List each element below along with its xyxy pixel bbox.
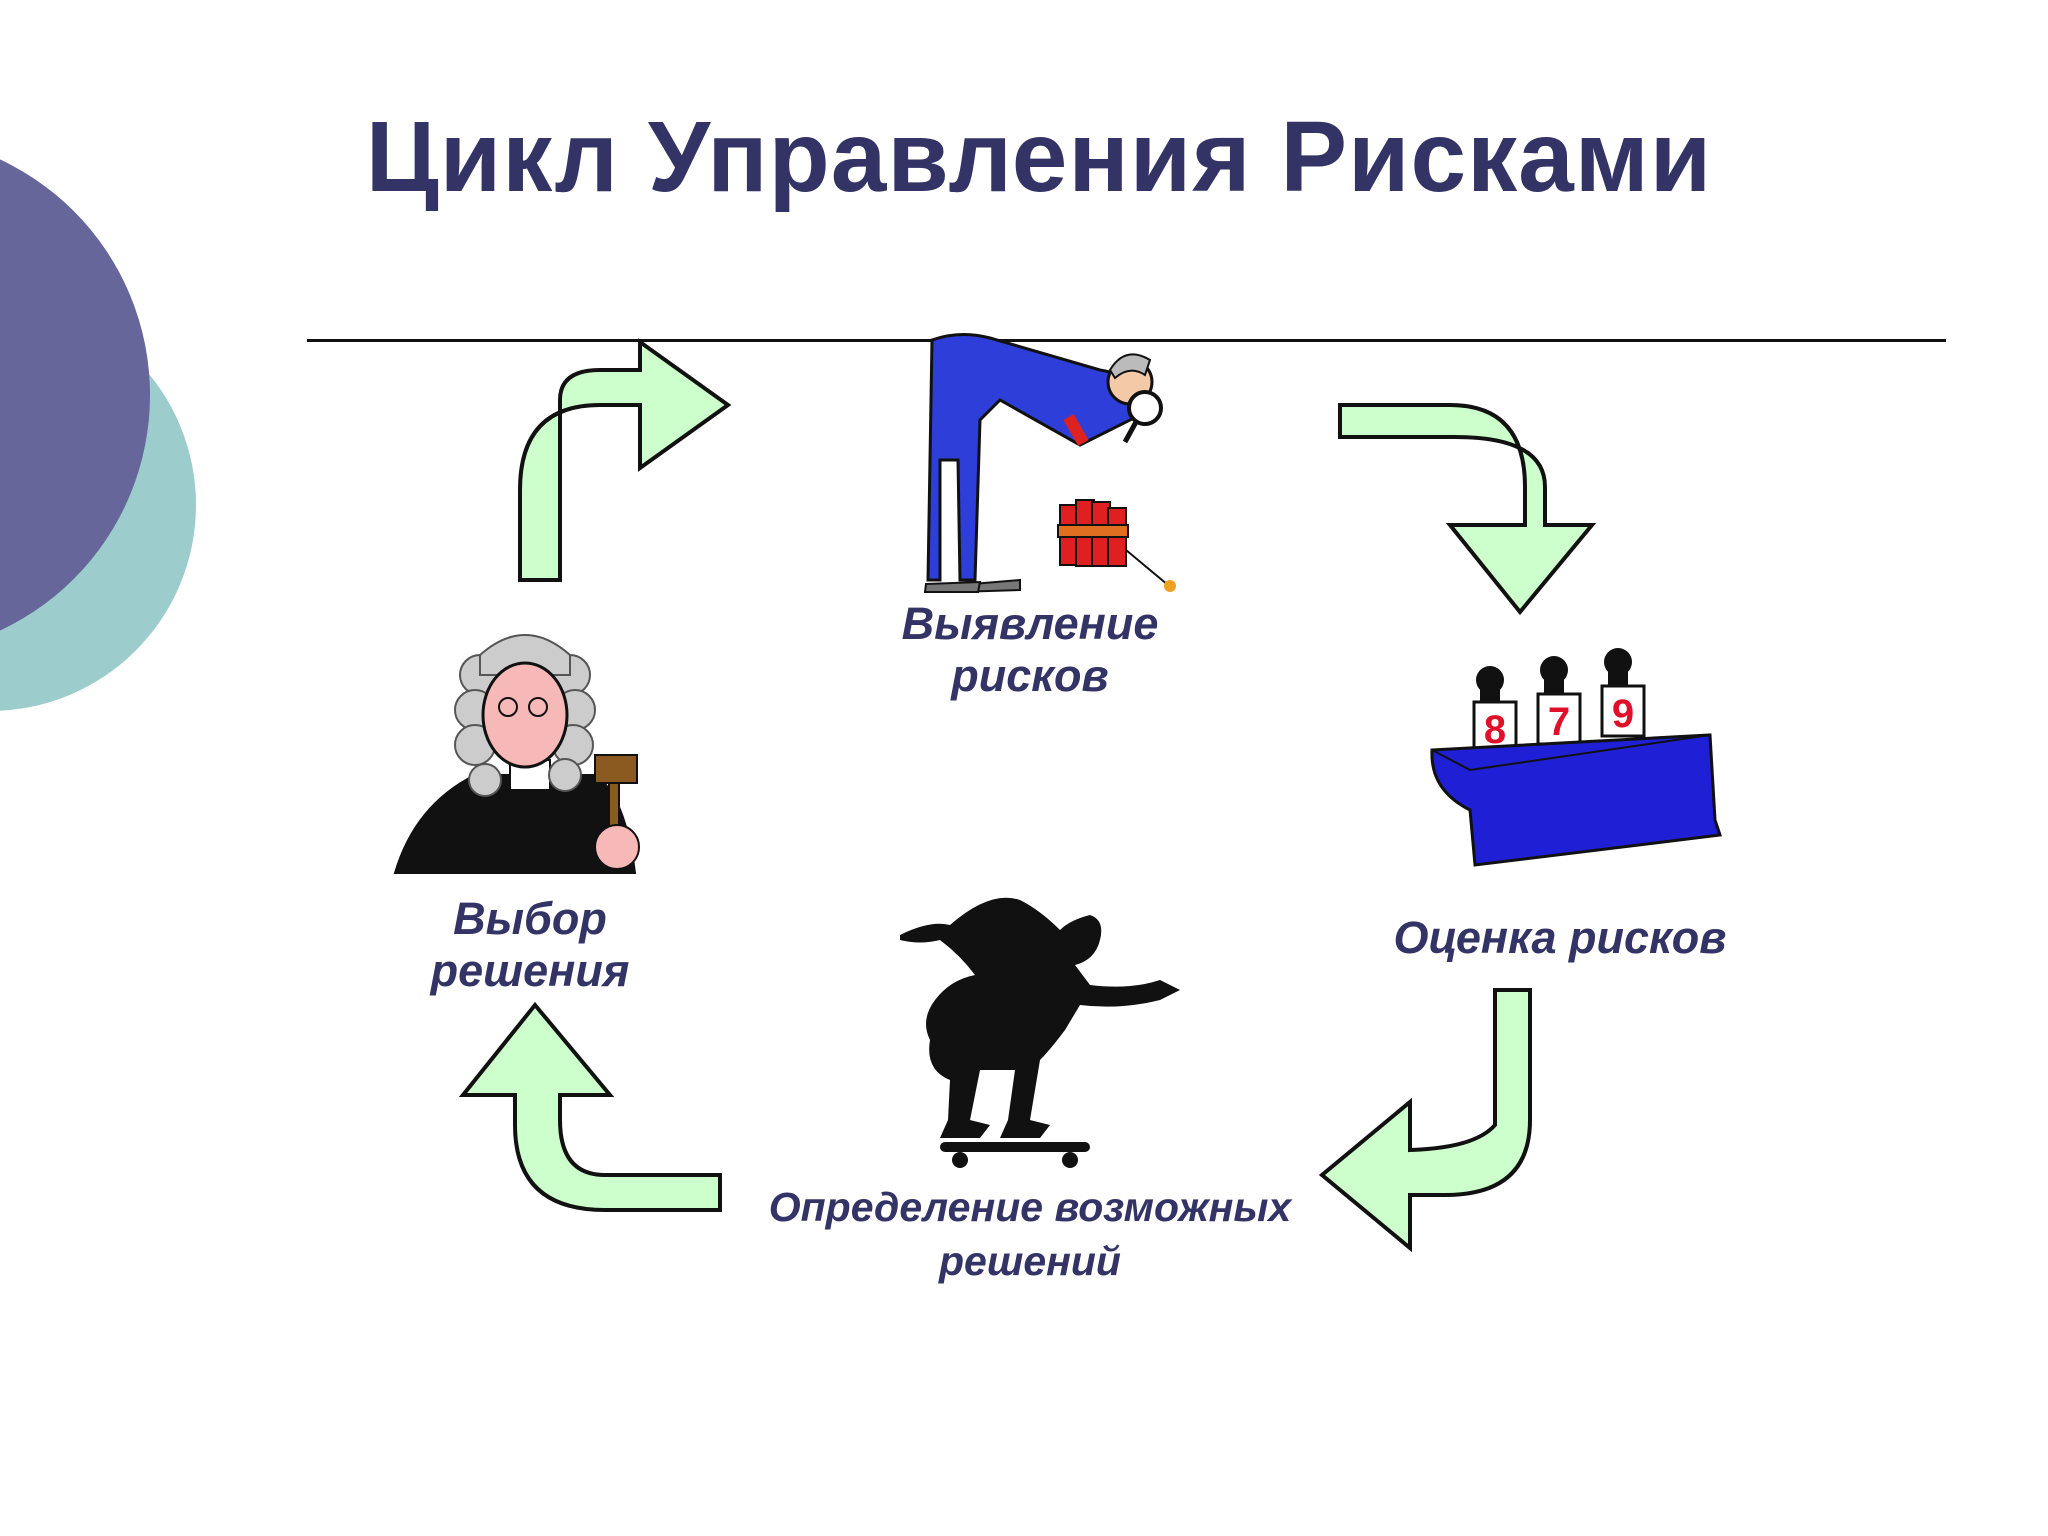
scorecard: [1472, 700, 1518, 754]
scorecard: [1600, 684, 1646, 738]
stage-label-solutions: Определение возможных решений: [768, 1184, 1292, 1284]
judge-illustration: [393, 634, 640, 874]
skateboarder-illustration: [900, 897, 1180, 1168]
judges-table-illustration: 8 7 9: [1430, 648, 1723, 867]
stage-label-assessment: Оценка рисков: [1393, 912, 1727, 963]
arrow-assessment-to-solutions: [1318, 988, 1532, 1253]
stage-label-choice: Выбор решения: [430, 893, 630, 996]
scorecard-value: 9: [1612, 692, 1634, 736]
arrow-solutions-to-choice: [458, 1001, 722, 1212]
inspector-illustration: [923, 333, 1176, 594]
arrow-choice-to-identification: [518, 338, 732, 582]
scorecard-value: 7: [1548, 700, 1570, 744]
title-divider: [307, 339, 1946, 342]
decorative-circles: [0, 159, 196, 711]
slide-title: Цикл Управления Рисками: [365, 101, 1713, 213]
arrow-identification-to-assessment: [1338, 403, 1597, 616]
decorative-circle-dark: [0, 159, 150, 631]
stage-label-identification: Выявление рисков: [901, 598, 1159, 701]
scorecard-value: 8: [1484, 708, 1506, 752]
